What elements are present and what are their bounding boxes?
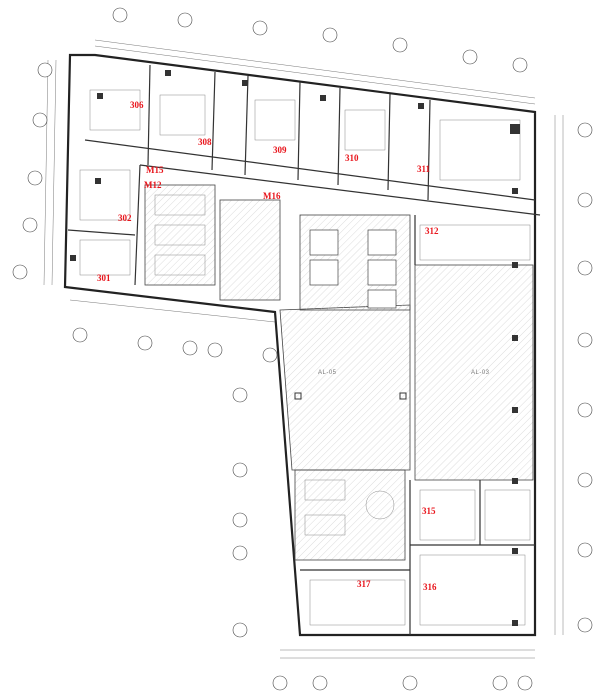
zone-label-al03: AL-03 — [471, 370, 490, 376]
dimension-lines — [43, 39, 564, 659]
room-label-315: 315 — [422, 506, 436, 516]
mech-label-m15: M15 — [146, 165, 164, 175]
room-label-306: 306 — [130, 100, 144, 110]
grid-bubbles — [12, 7, 593, 691]
columns — [70, 70, 520, 626]
room-label-302: 302 — [118, 213, 132, 223]
elevator-shafts — [309, 229, 397, 309]
interior-walls — [67, 64, 541, 635]
room-label-311: 311 — [417, 164, 431, 174]
room-label-308: 308 — [198, 137, 212, 147]
zone-label-al05: AL-05 — [318, 370, 337, 376]
room-label-312: 312 — [425, 226, 439, 236]
room-label-310: 310 — [345, 153, 359, 163]
room-label-316: 316 — [423, 582, 437, 592]
outer-walls — [63, 53, 537, 637]
room-label-309: 309 — [273, 145, 287, 155]
mech-label-m12: M12 — [144, 180, 162, 190]
room-label-301: 301 — [97, 273, 111, 283]
mech-label-m16: M16 — [263, 191, 281, 201]
room-label-317: 317 — [357, 579, 371, 589]
furniture-desks — [79, 89, 531, 626]
